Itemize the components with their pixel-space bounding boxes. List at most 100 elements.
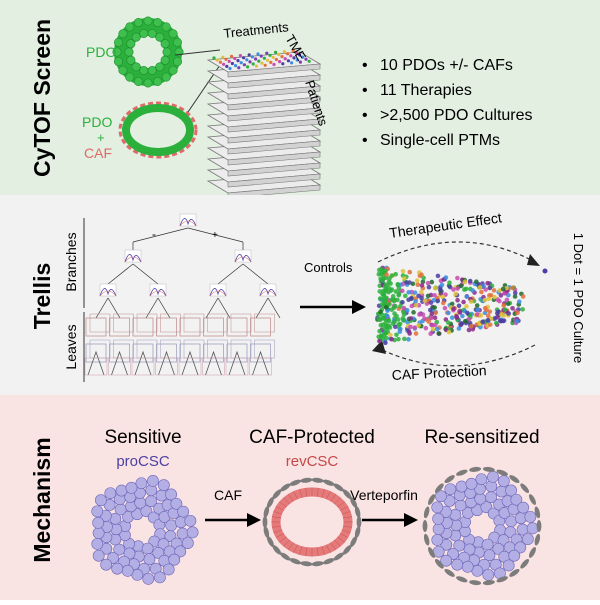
- caf-cell: [263, 506, 270, 518]
- caf-cell: [482, 466, 495, 472]
- culture-dot: [501, 303, 506, 308]
- cell: [125, 481, 138, 494]
- cell: [508, 549, 521, 562]
- pdo-cell: [162, 47, 172, 57]
- revcsc-cell: [299, 546, 303, 555]
- plate-well: [248, 60, 252, 64]
- plate-well: [233, 56, 237, 61]
- cell: [165, 488, 177, 501]
- culture-dot: [434, 319, 440, 325]
- plate-side: [227, 107, 321, 122]
- culture-dot: [384, 335, 389, 341]
- culture-dot: [423, 325, 429, 331]
- plate-well: [280, 55, 284, 59]
- culture-dot: [413, 331, 419, 336]
- leaf-cube: [207, 313, 228, 333]
- culture-dot: [430, 323, 435, 328]
- culture-dot: [488, 292, 494, 298]
- caf-cell: [469, 580, 482, 586]
- leaf-cube: [131, 357, 155, 376]
- culture-dot: [413, 299, 418, 304]
- culture-dot: [435, 298, 440, 304]
- pdo-cell: [139, 66, 149, 76]
- culture-dot: [378, 276, 383, 282]
- leaf-cube: [179, 343, 201, 363]
- revcsc-cell: [299, 489, 303, 498]
- bullet-dot: •: [362, 107, 368, 124]
- culture-dot: [377, 338, 382, 344]
- cell: [186, 526, 199, 539]
- culture-dot: [487, 322, 493, 327]
- cell: [170, 497, 183, 510]
- pdo-cell: [114, 37, 124, 47]
- plate-well: [265, 51, 269, 55]
- cell: [141, 542, 154, 555]
- culture-dot: [542, 268, 548, 274]
- revcsc-cell: [321, 489, 325, 498]
- cell: [502, 559, 515, 572]
- bullet-dot: •: [362, 132, 368, 149]
- plate-well: [228, 66, 232, 71]
- culture-dot: [460, 313, 465, 319]
- culture-dot: [505, 301, 511, 307]
- plate-well: [224, 57, 228, 61]
- caf-cell: [342, 489, 352, 499]
- plate-well: [225, 64, 229, 68]
- culture-dot: [462, 318, 468, 324]
- culture-dot: [406, 337, 411, 342]
- culture-dot: [398, 303, 403, 309]
- leaf-cube: [202, 357, 225, 376]
- culture-dot: [468, 299, 474, 304]
- cell: [526, 522, 539, 535]
- revcsc-cell: [287, 542, 294, 551]
- culture-dot: [428, 315, 434, 321]
- pdo-cell: [112, 47, 122, 57]
- culture-dot: [383, 340, 388, 346]
- revcsc-cell: [343, 525, 353, 528]
- density-curve: [259, 290, 277, 297]
- plate-side: [227, 140, 321, 155]
- plate-well: [289, 54, 293, 58]
- revcsc-cell: [343, 516, 353, 519]
- cell: [114, 503, 127, 516]
- caf-cell: [300, 561, 313, 567]
- pdo-cell: [126, 39, 136, 49]
- plate-well: [304, 57, 308, 61]
- culture-dot: [520, 307, 525, 312]
- tree-edge: [132, 263, 159, 285]
- density-plot: [209, 283, 227, 297]
- culture-dot: [389, 336, 394, 342]
- leaves-label: Leaves: [63, 324, 79, 369]
- cell: [524, 510, 537, 523]
- culture-dot: [451, 287, 456, 292]
- plate-well: [277, 52, 281, 57]
- caf-cell: [266, 536, 274, 547]
- density-curve: [149, 288, 167, 297]
- cell: [521, 533, 534, 546]
- culture-dot: [440, 294, 446, 300]
- pdo-cell: [143, 78, 153, 88]
- revcsc-cell: [321, 546, 325, 555]
- caf-cell: [434, 483, 444, 493]
- caf-cell: [496, 576, 508, 583]
- culture-dot: [408, 324, 413, 330]
- density-curve: [179, 220, 197, 227]
- pdo-cell: [168, 29, 178, 39]
- revcsc-cell: [330, 493, 337, 502]
- density-curve: [179, 218, 197, 227]
- density-curve: [259, 288, 277, 297]
- culture-dot: [445, 320, 451, 325]
- leaf-spike: [87, 350, 105, 376]
- revcsc-cell: [271, 525, 281, 528]
- culture-dot: [395, 281, 401, 287]
- pdo-cell: [131, 62, 141, 72]
- cell: [517, 501, 530, 514]
- culture-dot: [510, 305, 515, 311]
- culture-dot: [495, 314, 500, 320]
- culture-dot: [425, 293, 431, 299]
- culture-dot: [422, 316, 427, 321]
- culture-dot: [413, 302, 419, 308]
- cell: [115, 484, 128, 497]
- plate-well: [286, 52, 290, 56]
- plate-well: [242, 56, 246, 60]
